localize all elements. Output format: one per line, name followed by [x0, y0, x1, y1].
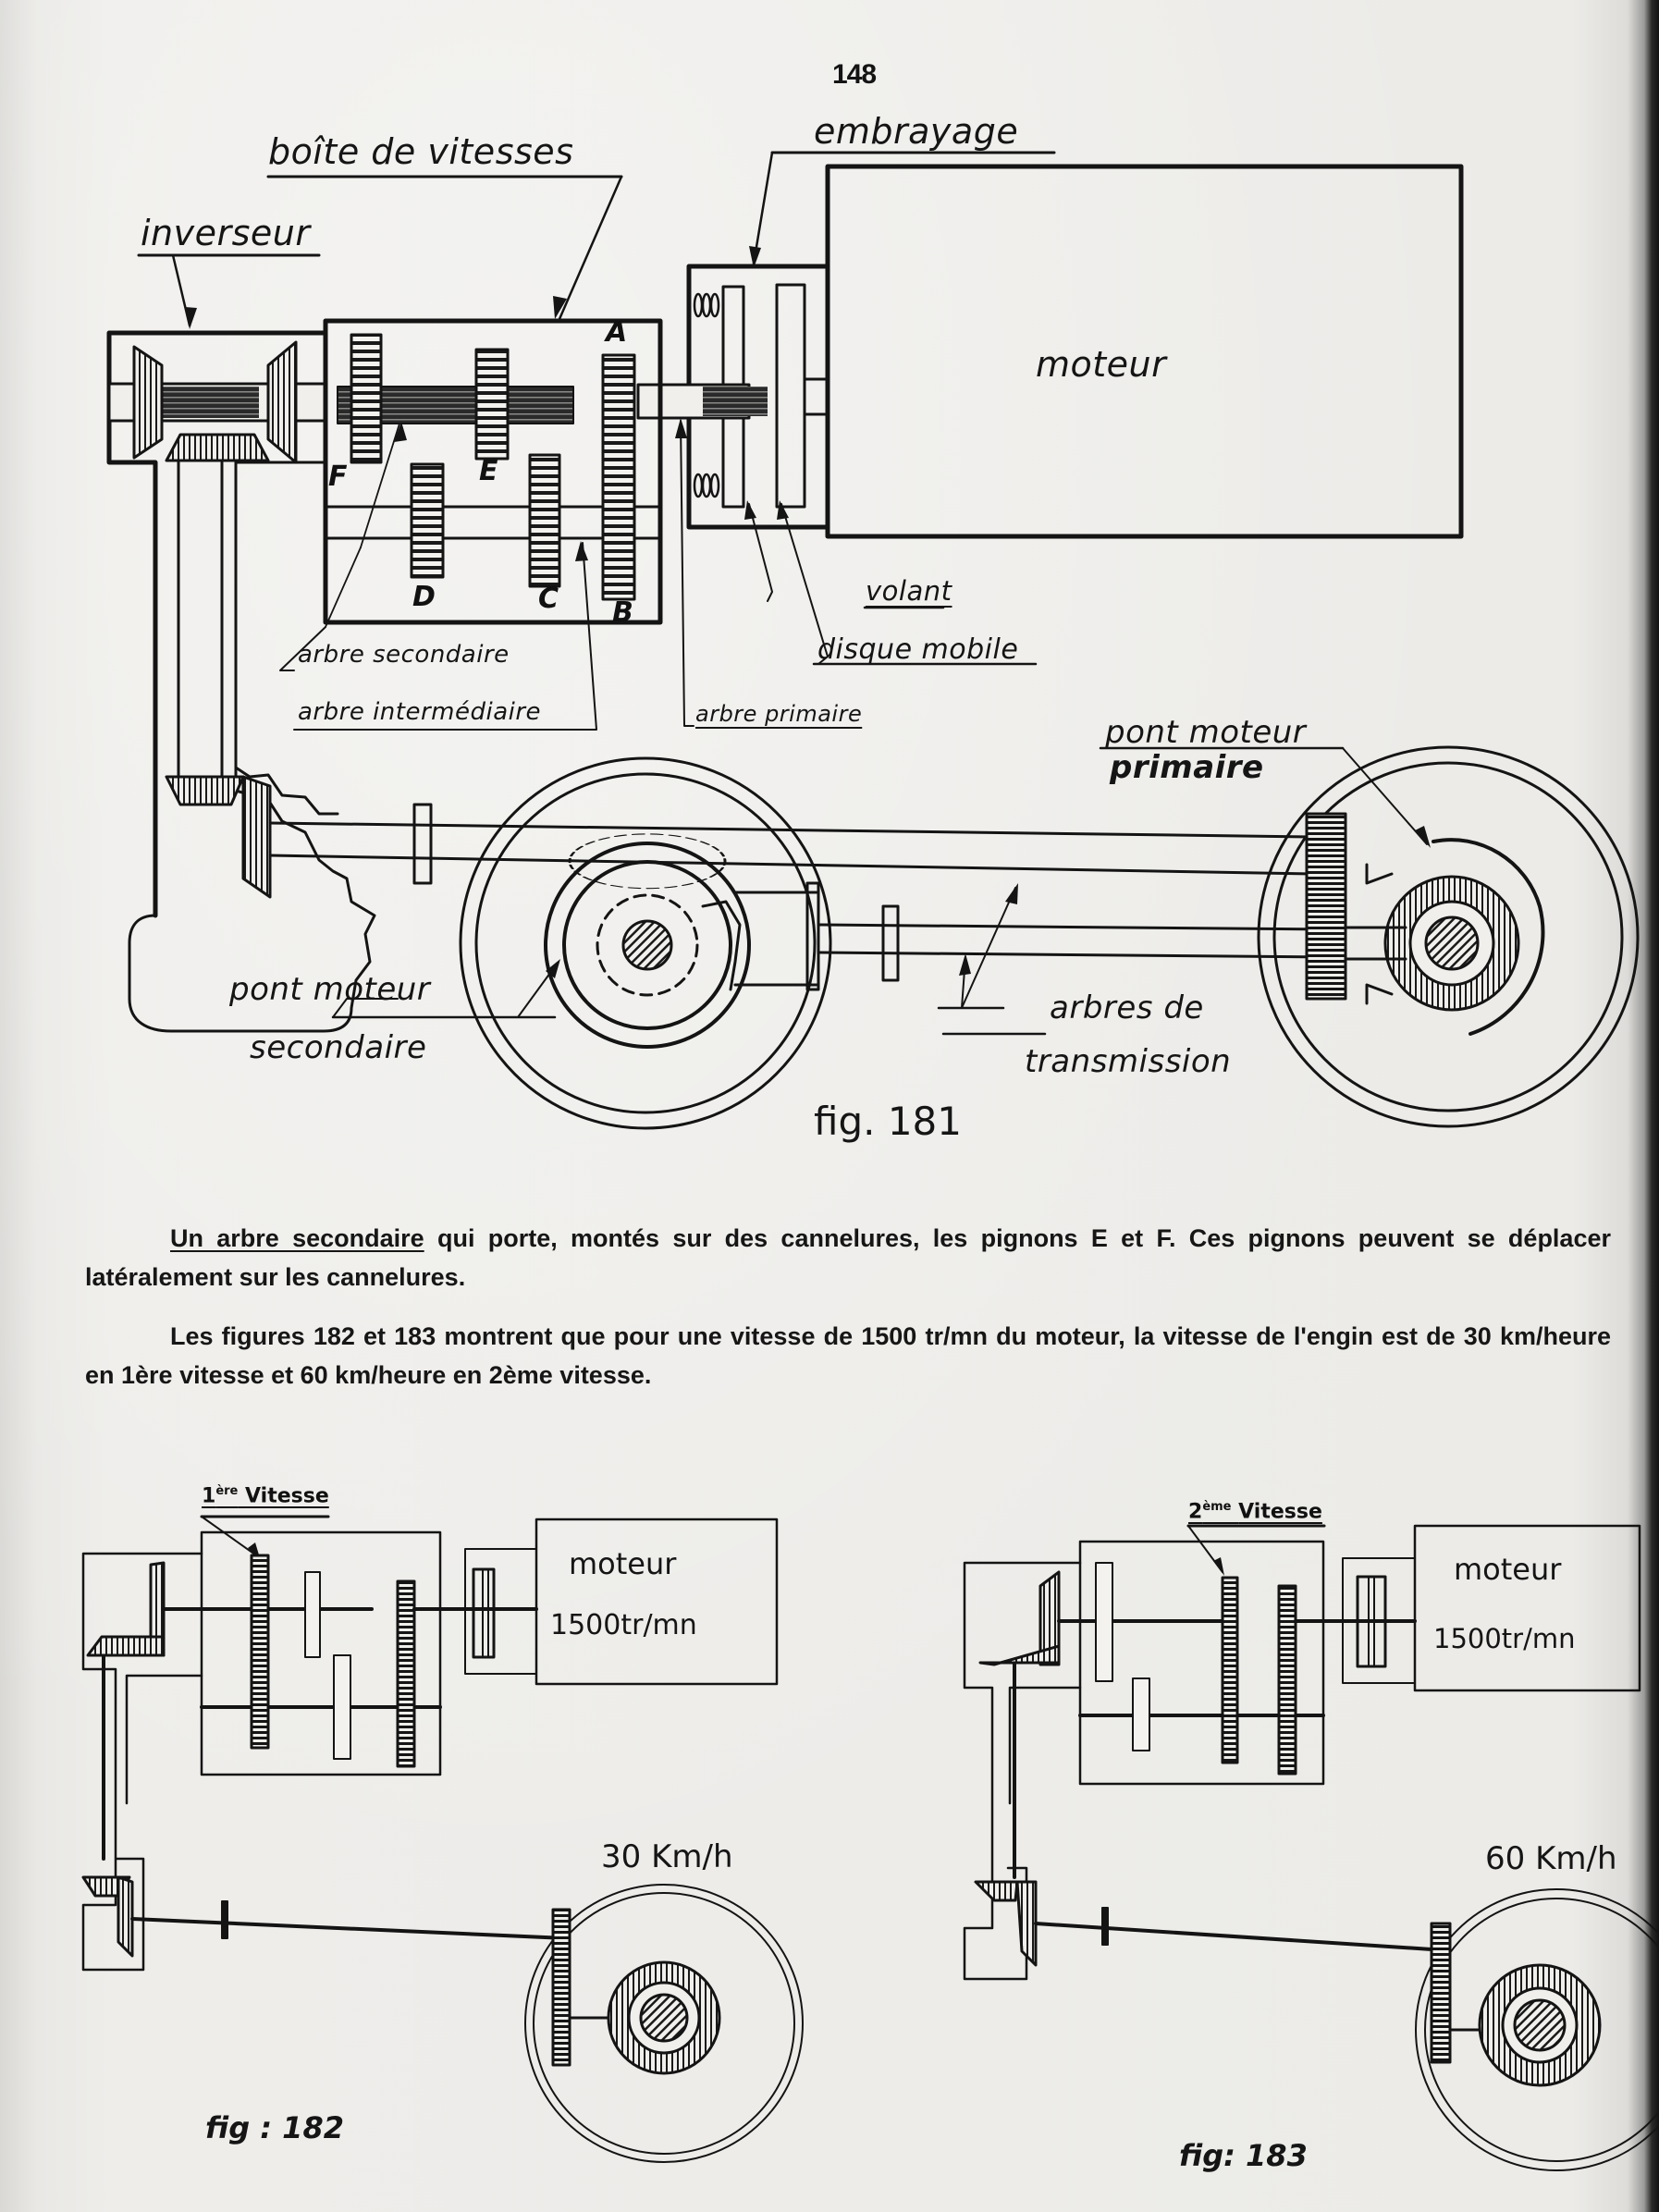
fig182-engine-label: moteur [569, 1546, 677, 1581]
label-secondary-axle-1: pont moteur [229, 971, 431, 1008]
label-reverser: inverseur [141, 213, 311, 253]
gear-label-f: F [328, 461, 348, 493]
gear-label-a: A [606, 316, 628, 349]
label-secondary-axle-2: secondaire [250, 1029, 427, 1066]
label-gearbox: boîte de vitesses [268, 131, 574, 172]
fig182-engine-box [535, 1518, 779, 1686]
fig182-drawing [81, 1515, 804, 2163]
label-mobile-disc: disque mobile [817, 633, 1019, 666]
fig182-speed: 30 Km/h [601, 1838, 733, 1875]
label-intermediate-shaft: arbre intermédiaire [298, 698, 542, 726]
paragraph-1-rest: qui porte, montés sur des cannelures, le… [85, 1224, 1611, 1291]
paragraph-2: Les figures 182 et 183 montrent que pour… [85, 1317, 1611, 1395]
fig181-caption: fig. 181 [814, 1099, 962, 1144]
gear-label-e: E [479, 455, 498, 487]
fig183-gear-label: 2ème Vitesse [1188, 1500, 1322, 1524]
fig182-engine-rpm: 1500tr/mn [550, 1609, 697, 1641]
gear-E [474, 348, 510, 461]
label-engine: moteur [1036, 344, 1167, 385]
label-transmission-1: arbres de [1050, 989, 1204, 1026]
label-flywheel: volant [866, 575, 952, 607]
fig181-drawing [106, 151, 1640, 1130]
label-primary-axle-1: pont moteur [1105, 714, 1307, 751]
fig183-speed: 60 Km/h [1485, 1840, 1617, 1877]
label-primary-shaft: arbre primaire [695, 701, 863, 727]
fig183-engine-label: moteur [1454, 1552, 1562, 1587]
gear-label-d: D [412, 581, 436, 613]
fig183-engine-rpm: 1500tr/mn [1433, 1623, 1576, 1654]
label-transmission-2: transmission [1025, 1043, 1232, 1080]
gearbox-housing [323, 318, 663, 625]
fig182-caption: fig : 182 [205, 2110, 344, 2145]
fig183-caption: fig: 183 [1179, 2138, 1308, 2173]
gear-A-B [601, 353, 636, 601]
gear-label-b: B [612, 596, 633, 629]
engine-block [825, 164, 1464, 539]
paragraph-2-text: Les figures 182 et 183 montrent que pour… [85, 1322, 1611, 1389]
fig182-gear-label: 1ère Vitesse [202, 1484, 329, 1508]
gear-label-c: C [538, 583, 559, 615]
fig183-drawing [963, 1524, 1659, 2171]
label-secondary-shaft: arbre secondaire [298, 641, 510, 669]
gear-F [350, 333, 383, 464]
paragraph-1: Un arbre secondaire qui porte, montés su… [85, 1219, 1611, 1296]
label-clutch: embrayage [814, 111, 1019, 152]
paragraph-1-underlined: Un arbre secondaire [170, 1224, 424, 1252]
label-primary-axle-2: primaire [1110, 749, 1264, 786]
gear-C [528, 453, 561, 588]
page-number: 148 [832, 59, 877, 90]
fig183-engine-box [1413, 1524, 1641, 1692]
gear-D [410, 462, 445, 579]
